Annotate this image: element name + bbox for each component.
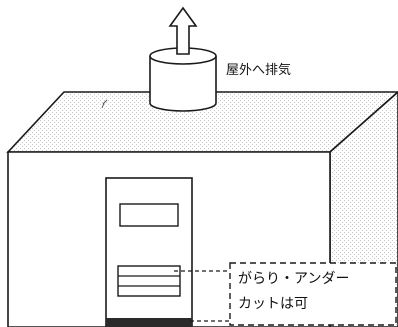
door-louver — [117, 265, 181, 297]
top-face-mark — [101, 99, 108, 109]
callout-text-line-2: カットは可 — [238, 296, 308, 312]
callout-box — [229, 262, 397, 326]
callout-text-line-1: がらり・アンダー — [238, 271, 350, 287]
door — [105, 177, 193, 327]
exhaust-label: 屋外へ排気 — [226, 63, 292, 78]
exhaust-arrow-icon — [168, 6, 198, 55]
door-upper-panel — [119, 203, 179, 227]
exhaust-duct — [149, 47, 217, 112]
door-undercut — [106, 318, 192, 327]
